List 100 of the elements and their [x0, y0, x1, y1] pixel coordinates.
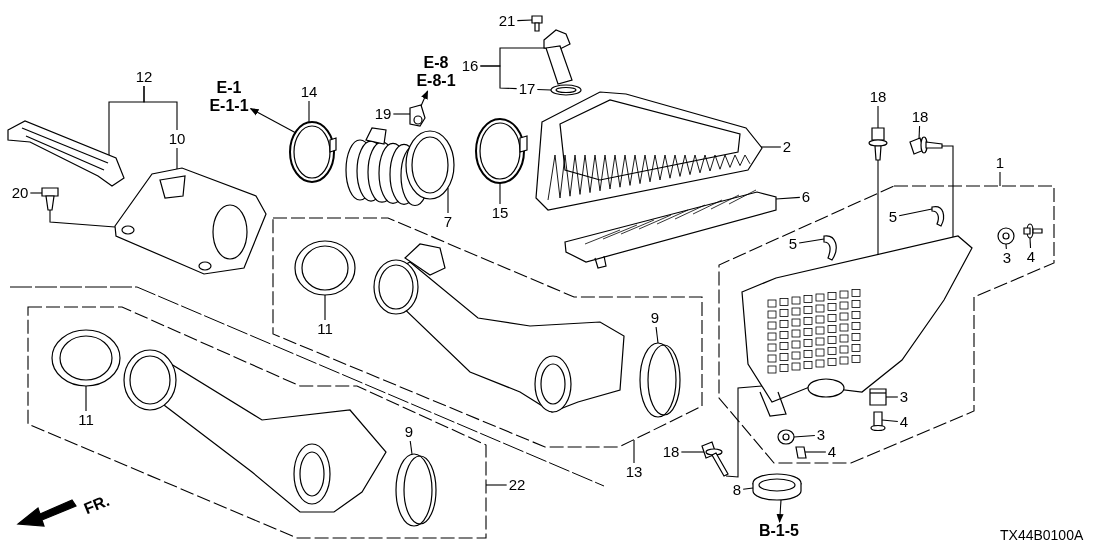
- leader-line: [877, 105, 879, 129]
- reference-arrow: [420, 90, 429, 107]
- callout-number: 3: [1002, 250, 1012, 266]
- retainer-clip-drawing: [409, 104, 426, 127]
- resonator-ring-drawing: [51, 329, 121, 387]
- leader-line: [392, 113, 411, 115]
- direction-label: FR.: [81, 491, 113, 519]
- leader-line: [655, 326, 659, 344]
- callout-number: 21: [498, 13, 516, 29]
- callout-number: 15: [491, 205, 509, 221]
- callout-number: 16: [461, 58, 479, 74]
- leader-line: [447, 187, 449, 214]
- leader-line: [1005, 243, 1007, 250]
- grommet-drawing: [997, 227, 1015, 245]
- leader-line: [85, 385, 87, 412]
- callout-number: 8: [732, 482, 742, 498]
- callout-number: 19: [374, 106, 392, 122]
- leader-line: [409, 440, 413, 455]
- bolt-drawing: [531, 15, 543, 32]
- leader-line: [536, 88, 552, 91]
- callout-number: 1: [995, 155, 1005, 171]
- callout-number: 10: [168, 131, 186, 147]
- callout-number: 11: [78, 412, 94, 428]
- flange-bolt-drawing: [701, 441, 729, 477]
- reference-code: E-8: [422, 54, 450, 72]
- callout-number: 4: [827, 444, 837, 460]
- leader-line: [479, 65, 518, 90]
- bracket-clip-drawing: [823, 235, 837, 261]
- leader-line: [885, 396, 899, 398]
- flange-bolt-drawing: [868, 127, 888, 161]
- bracket-clip-drawing: [931, 205, 945, 227]
- leader-line: [898, 208, 933, 217]
- hose-clamp-drawing: [475, 118, 528, 184]
- callout-number: 20: [11, 185, 29, 201]
- leader-line: [49, 209, 116, 228]
- reference-arrow: [776, 499, 784, 523]
- callout-number: 4: [1026, 249, 1036, 265]
- leader-line: [999, 171, 1001, 187]
- push-clip-drawing: [41, 187, 59, 211]
- trim-strip-drawing: [7, 120, 125, 187]
- callout-number: 7: [443, 214, 453, 230]
- callout-number: 12: [135, 69, 153, 85]
- air-filter-drawing: [564, 189, 777, 269]
- leader-line: [804, 451, 827, 453]
- callout-number: 2: [782, 139, 792, 155]
- sealing-ring-drawing: [752, 473, 802, 501]
- intake-tube-drawing: [373, 243, 625, 413]
- flange-bolt-drawing: [909, 136, 943, 155]
- callout-number: 18: [869, 89, 887, 105]
- air-cleaner-cover-drawing: [535, 91, 763, 211]
- diagram-code: TX44B0100A: [1000, 527, 1084, 543]
- leader-line: [793, 434, 816, 438]
- callout-number: 5: [788, 236, 798, 252]
- callout-number: 9: [650, 310, 660, 326]
- leader-line: [1029, 237, 1032, 249]
- callout-number: 5: [888, 209, 898, 225]
- reference-code: E-8-1: [416, 72, 456, 90]
- intake-tube-drawing: [123, 349, 387, 513]
- callout-number: 9: [404, 424, 414, 440]
- leader-line: [742, 487, 754, 490]
- airflow-sensor-drawing: [543, 29, 573, 85]
- reference-arrow: [249, 108, 297, 134]
- leader-line: [324, 294, 326, 321]
- callout-number: 22: [508, 477, 526, 493]
- leader-line: [29, 192, 43, 194]
- leader-line: [760, 146, 782, 148]
- callout-number: 14: [300, 84, 318, 100]
- collar-bolt-drawing: [1023, 223, 1043, 239]
- gasket-drawing: [550, 84, 582, 96]
- callout-number: 18: [662, 444, 680, 460]
- leader-line: [176, 147, 178, 170]
- grommet-drawing: [869, 388, 887, 406]
- hose-clamp-drawing: [289, 121, 337, 183]
- leader-line: [798, 238, 825, 244]
- leader-line: [516, 19, 533, 22]
- callout-number: 6: [801, 189, 811, 205]
- callout-number: 17: [518, 81, 536, 97]
- duct-cover-drawing: [114, 167, 267, 275]
- seal-ring-drawing: [639, 342, 681, 418]
- leader-line: [725, 385, 763, 478]
- callout-number: 3: [816, 427, 826, 443]
- leader-line: [877, 159, 879, 256]
- reference-code: B-1-5: [759, 523, 799, 539]
- callout-number: 11: [317, 321, 333, 337]
- leader-line: [499, 182, 501, 205]
- reference-code: E-1-1: [209, 97, 249, 115]
- leader-line: [633, 439, 635, 464]
- leader-line: [918, 125, 921, 140]
- leader-line: [775, 196, 801, 200]
- resonator-ring-drawing: [294, 240, 356, 296]
- callout-number: 3: [899, 389, 909, 405]
- grommet-drawing: [777, 429, 795, 445]
- intake-bellows-drawing: [345, 127, 455, 207]
- leader-line: [941, 145, 954, 238]
- leader-line: [485, 484, 508, 486]
- collar-bolt-drawing: [795, 446, 807, 459]
- callout-number: 4: [899, 414, 909, 430]
- leader-line: [881, 419, 899, 422]
- leader-line: [680, 451, 705, 453]
- seal-ring-drawing: [395, 453, 437, 527]
